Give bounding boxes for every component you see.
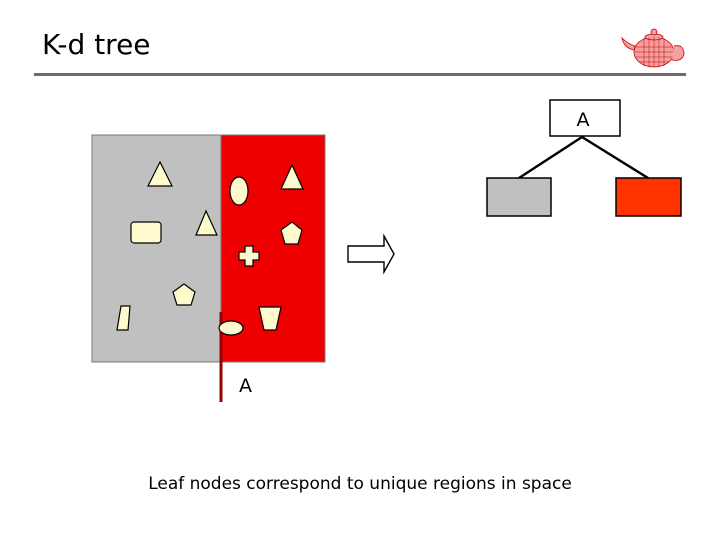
cross-shape xyxy=(238,245,260,267)
slide-title: K-d tree xyxy=(42,28,151,61)
right-leaf-node xyxy=(615,177,682,217)
root-node xyxy=(549,99,621,137)
root-node-label: A xyxy=(577,109,590,131)
triangle-shape xyxy=(147,160,173,187)
tree-edge-left xyxy=(518,135,583,180)
triangle-shape xyxy=(195,209,218,236)
trapezoid-shape xyxy=(258,306,282,331)
ellipse-shape xyxy=(218,320,244,336)
right-arrow-icon xyxy=(347,233,395,275)
parallelogram-shape xyxy=(116,305,131,331)
caption: Leaf nodes correspond to unique regions … xyxy=(148,474,572,494)
pentagon-shape xyxy=(172,283,196,306)
split-label: A xyxy=(239,375,252,397)
rectangle-shape xyxy=(130,221,162,244)
teapot-icon xyxy=(621,28,685,68)
left-leaf-node xyxy=(486,177,552,217)
triangle-shape xyxy=(280,163,304,190)
title-divider xyxy=(34,73,686,76)
tree-edge-right xyxy=(581,135,649,180)
pentagon-shape xyxy=(280,221,303,245)
ellipse-shape xyxy=(229,176,249,206)
